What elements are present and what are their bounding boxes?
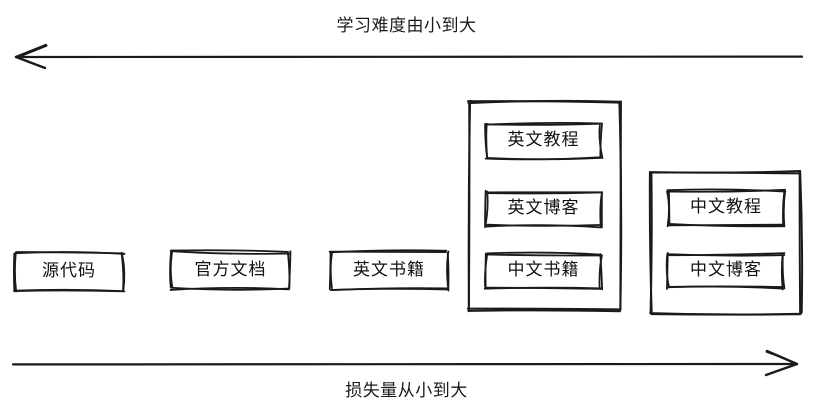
node-english-blog-fill bbox=[486, 192, 601, 226]
node-source-code-fill bbox=[15, 253, 123, 290]
node-chinese-books-fill bbox=[486, 254, 601, 288]
node-chinese-books[interactable] bbox=[483, 251, 604, 291]
node-chinese-blog-outline bbox=[665, 252, 786, 291]
node-english-books[interactable] bbox=[328, 249, 450, 292]
node-english-blog[interactable] bbox=[484, 189, 603, 229]
node-english-books-outline bbox=[328, 250, 450, 291]
node-chinese-books-outline bbox=[484, 253, 603, 290]
top-axis-label: 学习难度由小到大 bbox=[336, 16, 477, 36]
nodes-layer bbox=[13, 122, 787, 293]
bottom-axis-label: 损失量从小到大 bbox=[345, 381, 468, 401]
node-official-docs-outline bbox=[169, 249, 291, 291]
group-chinese-group-outline bbox=[649, 169, 802, 316]
node-english-blog-outline bbox=[484, 190, 603, 229]
node-english-books-fill bbox=[331, 252, 447, 289]
node-official-docs-fill bbox=[172, 252, 289, 289]
node-chinese-books-outline bbox=[483, 251, 604, 291]
node-english-tutorial-outline bbox=[484, 122, 604, 161]
node-source-code-outline bbox=[13, 251, 126, 293]
node-source-code[interactable] bbox=[13, 251, 126, 293]
arrow-right-icon-stroke2 bbox=[765, 351, 797, 364]
node-chinese-blog-fill bbox=[668, 254, 784, 288]
node-english-blog-outline bbox=[484, 189, 603, 229]
node-chinese-tutorial[interactable] bbox=[666, 188, 787, 228]
arrow-left-icon bbox=[14, 43, 48, 70]
node-english-tutorial-outline bbox=[484, 122, 603, 161]
node-chinese-tutorial-fill bbox=[668, 191, 784, 225]
node-official-docs[interactable] bbox=[169, 249, 292, 291]
node-english-tutorial-fill bbox=[486, 124, 601, 158]
node-english-tutorial[interactable] bbox=[484, 122, 604, 161]
node-chinese-blog[interactable] bbox=[665, 251, 786, 291]
node-english-books-outline bbox=[328, 249, 450, 292]
node-chinese-blog-outline bbox=[666, 251, 786, 290]
group-english-group-outline bbox=[466, 99, 623, 313]
axes-layer bbox=[11, 43, 804, 377]
arrow-left-icon-stroke2 bbox=[16, 45, 48, 59]
node-chinese-tutorial-outline bbox=[666, 188, 787, 228]
